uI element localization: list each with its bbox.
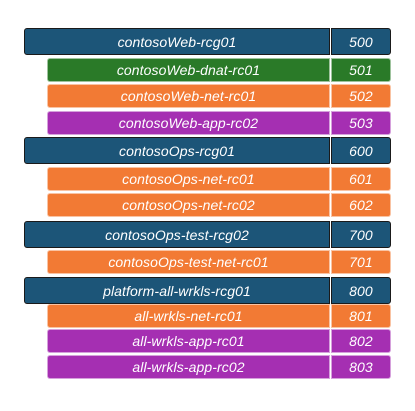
priority-bar: 803 (331, 355, 391, 379)
rule-name-bar: contosoOps-test-net-rc01 (47, 250, 330, 274)
rule-name-bar: contosoWeb-app-rc02 (47, 111, 330, 135)
rule-name-bar: contosoWeb-net-rc01 (47, 84, 330, 108)
priority-bar: 501 (331, 58, 391, 82)
priority-bar: 800 (331, 277, 391, 304)
rule-name-bar: contosoOps-rcg01 (24, 137, 330, 164)
priority-bar: 502 (331, 84, 391, 108)
rule-name-bar: contosoOps-net-rc01 (47, 167, 330, 191)
priority-bar: 500 (331, 28, 391, 55)
priority-bar: 600 (331, 137, 391, 164)
priority-bar: 700 (331, 221, 391, 248)
rule-name-bar: all-wrkls-app-rc01 (47, 329, 330, 353)
rule-name-bar: contosoWeb-rcg01 (24, 28, 330, 55)
priority-bar: 801 (331, 304, 391, 328)
priority-bar: 701 (331, 250, 391, 274)
priority-bar: 601 (331, 167, 391, 191)
priority-bar: 503 (331, 111, 391, 135)
rule-name-bar: all-wrkls-app-rc02 (47, 355, 330, 379)
rule-name-bar: contosoOps-test-rcg02 (24, 221, 330, 248)
priority-bar: 802 (331, 329, 391, 353)
priority-bar: 602 (331, 193, 391, 217)
rule-name-bar: all-wrkls-net-rc01 (47, 304, 330, 328)
rule-name-bar: platform-all-wrkls-rcg01 (24, 277, 330, 304)
rule-name-bar: contosoOps-net-rc02 (47, 193, 330, 217)
rule-name-bar: contosoWeb-dnat-rc01 (47, 58, 330, 82)
